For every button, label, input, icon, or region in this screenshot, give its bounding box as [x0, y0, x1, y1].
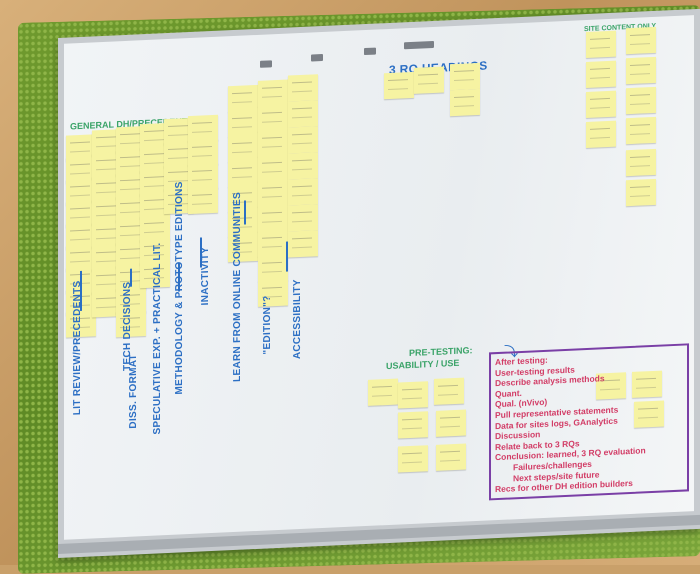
label-lit-review: LIT REVIEW/PRECEDENTS — [72, 280, 83, 416]
heading-usability: USABILITY / USE — [386, 357, 460, 372]
sticky-note — [398, 445, 428, 473]
label-diss-format: DISS. FORMAT — [128, 353, 139, 429]
sticky-note — [258, 79, 288, 107]
sticky-note — [586, 120, 616, 149]
sticky-note — [414, 66, 444, 94]
sticky-note — [258, 154, 288, 182]
magnet — [311, 53, 323, 62]
sticky-note — [188, 186, 218, 215]
sticky-note — [258, 254, 288, 282]
sticky-note — [228, 84, 258, 113]
sticky-note — [288, 152, 318, 180]
sticky-note — [258, 104, 288, 132]
after-testing-box: After testing: User-testing results Desc… — [489, 343, 689, 501]
sticky-note — [626, 86, 656, 115]
label-edition: "EDITION"? — [262, 295, 273, 355]
sticky-note — [258, 204, 288, 232]
label-methodology: METHODOLOGY & PROTOTYPE EDITIONS — [174, 181, 185, 395]
sticky-note — [626, 116, 656, 145]
magnet — [364, 47, 376, 56]
sticky-note — [288, 178, 318, 206]
marker-line — [286, 241, 288, 272]
sticky-note — [288, 74, 318, 102]
sticky-note — [626, 178, 656, 207]
sticky-note — [436, 409, 466, 437]
whiteboard-surface: GENERAL DH/PRECEDENTS 3 RQ HEADINGS SITE… — [64, 15, 694, 540]
sticky-note — [288, 126, 318, 154]
sticky-note — [626, 56, 656, 85]
sticky-note — [258, 129, 288, 157]
whiteboard: GENERAL DH/PRECEDENTS 3 RQ HEADINGS SITE… — [58, 8, 700, 559]
sticky-note — [228, 159, 258, 188]
after-testing-list: After testing: User-testing results Desc… — [495, 350, 646, 495]
label-speculative: SPECULATIVE EXP. + PRACTICAL LIT. — [152, 242, 163, 435]
marker-line — [244, 200, 246, 225]
label-accessibility: ACCESSIBILITY — [292, 278, 303, 360]
sticky-note — [450, 88, 480, 117]
sticky-note — [228, 134, 258, 163]
sticky-note — [626, 26, 656, 55]
sticky-note — [626, 148, 656, 177]
magnet — [404, 40, 434, 50]
sticky-note — [258, 229, 288, 257]
sticky-note — [434, 377, 464, 405]
sticky-note — [368, 378, 398, 406]
sticky-note — [450, 62, 480, 91]
magnet — [260, 60, 272, 68]
sticky-note — [228, 109, 258, 138]
sticky-note — [258, 179, 288, 207]
sticky-note — [436, 443, 466, 471]
sticky-note — [398, 411, 428, 439]
sticky-note — [586, 30, 616, 59]
label-learn-online: LEARN FROM ONLINE COMMUNITIES — [232, 191, 243, 383]
sticky-note — [586, 90, 616, 119]
sticky-note — [586, 60, 616, 89]
label-inactivity: INACTIVITY — [200, 246, 211, 306]
sticky-note — [398, 381, 428, 409]
sticky-note — [384, 71, 414, 100]
sticky-note — [288, 100, 318, 128]
heading-pretesting: PRE-TESTING: — [409, 345, 473, 359]
sticky-note — [288, 230, 318, 258]
sticky-note — [288, 204, 318, 232]
